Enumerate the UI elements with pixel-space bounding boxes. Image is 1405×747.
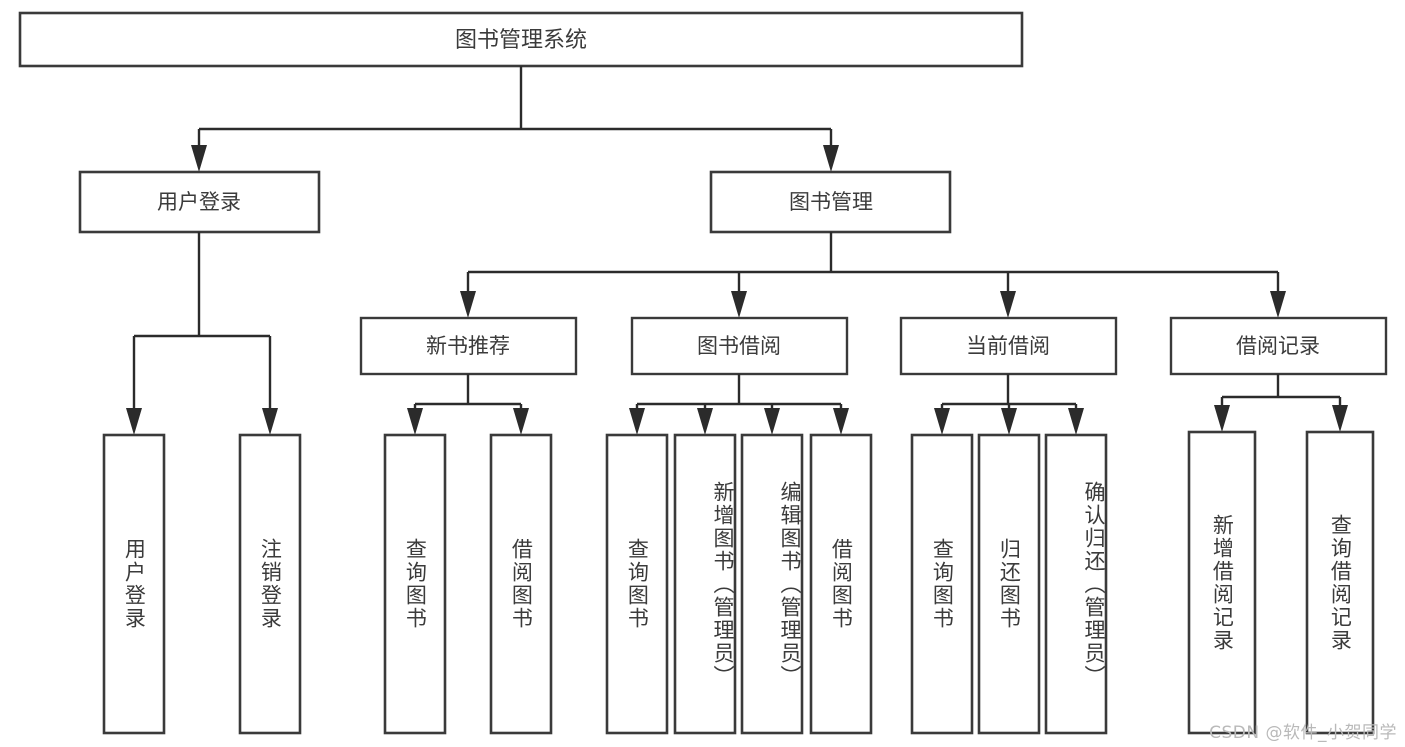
arrow-head-icon bbox=[1000, 291, 1016, 318]
arrow-head-icon bbox=[833, 408, 849, 435]
arrow-head-icon bbox=[1001, 408, 1017, 435]
arrow-head-icon bbox=[1332, 405, 1348, 432]
leaf-box-query-book-2[interactable] bbox=[605, 433, 669, 735]
arrow-head-icon bbox=[934, 408, 950, 435]
leaf-box-query-book-3[interactable] bbox=[910, 433, 974, 735]
leaf-box-logout[interactable] bbox=[238, 433, 302, 735]
connector-new-book-rec-to-leaves bbox=[407, 374, 529, 435]
connector-book-manage-to-level3 bbox=[460, 232, 1286, 318]
arrow-head-icon bbox=[731, 291, 747, 318]
current-borrow-box bbox=[899, 316, 1118, 376]
leaf-box-add-book[interactable] bbox=[673, 433, 737, 735]
leaf-box-add-record[interactable] bbox=[1187, 430, 1257, 735]
arrow-head-icon bbox=[823, 145, 839, 172]
arrow-head-icon bbox=[191, 145, 207, 172]
arrow-head-icon bbox=[460, 291, 476, 318]
csdn-watermark: CSDN @软件_小贺同学 bbox=[1209, 723, 1397, 743]
user-login-label: 用户登录 bbox=[157, 190, 241, 214]
leaf-box-borrow-book-1[interactable] bbox=[489, 433, 553, 735]
connector-root-to-level2 bbox=[191, 66, 839, 172]
root-label: 图书管理系统 bbox=[455, 28, 587, 53]
leaf-box-return-book[interactable] bbox=[977, 433, 1041, 735]
arrow-head-icon bbox=[262, 408, 278, 435]
user-login-box bbox=[78, 170, 321, 234]
node-current-borrow[interactable]: 当前借阅 bbox=[899, 316, 1118, 376]
connector-book-borrow-to-leaves bbox=[629, 374, 849, 435]
book-manage-label: 图书管理 bbox=[789, 190, 873, 214]
arrow-head-icon bbox=[1068, 408, 1084, 435]
arrow-head-icon bbox=[764, 408, 780, 435]
arrow-head-icon bbox=[629, 408, 645, 435]
book-borrow-label: 图书借阅 bbox=[697, 334, 781, 358]
leaf-box-borrow-book-2[interactable] bbox=[809, 433, 873, 735]
node-book-manage[interactable]: 图书管理 bbox=[709, 170, 952, 234]
node-new-book-rec[interactable]: 新书推荐 bbox=[359, 316, 578, 376]
arrow-head-icon bbox=[513, 408, 529, 435]
new-book-rec-label: 新书推荐 bbox=[426, 334, 510, 358]
root-box bbox=[18, 11, 1024, 68]
node-borrow-record[interactable]: 借阅记录 bbox=[1169, 316, 1388, 376]
arrow-head-icon bbox=[1270, 291, 1286, 318]
connector-borrow-record-to-leaves bbox=[1214, 374, 1348, 432]
arrow-head-icon bbox=[697, 408, 713, 435]
connector-user-login-to-leaves bbox=[126, 232, 278, 435]
leaf-box-query-book-1[interactable] bbox=[383, 433, 447, 735]
node-root[interactable]: 图书管理系统 bbox=[18, 11, 1024, 68]
leaf-box-query-record[interactable] bbox=[1305, 430, 1375, 735]
node-book-borrow[interactable]: 图书借阅 bbox=[630, 316, 849, 376]
connector-current-borrow-to-leaves bbox=[934, 374, 1084, 435]
current-borrow-label: 当前借阅 bbox=[966, 334, 1050, 358]
leaf-box-edit-book[interactable] bbox=[740, 433, 804, 735]
new-book-rec-box bbox=[359, 316, 578, 376]
arrow-head-icon bbox=[1214, 405, 1230, 432]
leaf-box-confirm-return[interactable] bbox=[1044, 433, 1108, 735]
arrow-head-icon bbox=[407, 408, 423, 435]
leaf-box-user-login[interactable] bbox=[102, 433, 166, 735]
node-user-login[interactable]: 用户登录 bbox=[78, 170, 321, 234]
borrow-record-label: 借阅记录 bbox=[1236, 334, 1320, 358]
arrow-head-icon bbox=[126, 408, 142, 435]
